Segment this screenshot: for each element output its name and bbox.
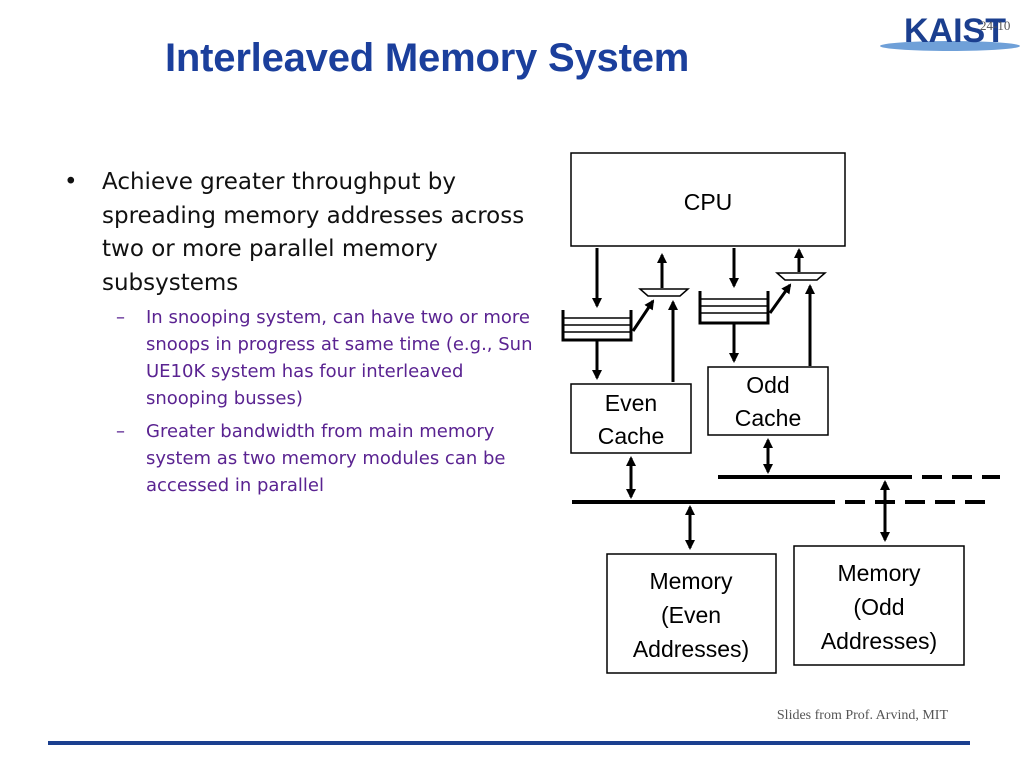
odd-memory-box [793,545,965,666]
bullet-list: • Achieve greater throughput by spreadin… [62,166,542,505]
slide-footer-credit: Slides from Prof. Arvind, MIT [776,708,948,723]
odd-memory-label: (Odd [853,594,904,620]
odd-snoop-mux [775,272,827,281]
logo-text: KAIST [904,12,1006,50]
logo-swoosh [880,41,1020,51]
odd-cache-label: Odd [746,372,789,398]
even-snoop-mux [638,288,690,297]
sub-bullet-text: In snooping system, can have two or more… [146,307,533,409]
sub-bullet-text: Greater bandwidth from main memory syste… [146,421,506,496]
even-cache-label: Even [605,390,657,416]
even-cache-box [570,383,692,454]
sub-bullet-list: – In snooping system, can have two or mo… [62,304,542,499]
slide-number: 24-10 [980,18,1011,33]
footer-rule [48,741,970,745]
even-cache-label: Cache [598,423,664,449]
bullet-dot: • [64,169,78,195]
even-write-queue [561,310,633,342]
odd-write-queue [698,291,770,325]
odd-queue-to-mux-arrow [768,283,792,314]
sub-bullet-dash: – [116,307,125,328]
odd-cache-box [707,366,829,436]
bullet-text: Achieve greater throughput by spreading … [102,169,525,296]
even-memory-label: (Even [661,602,721,628]
even-memory-label: Addresses) [633,636,749,662]
even-queue-to-mux-arrow [631,299,655,332]
odd-memory-label: Addresses) [821,628,937,654]
sub-bullet-item: – In snooping system, can have two or mo… [62,304,542,412]
sub-bullet-item: – Greater bandwidth from main memory sys… [62,418,542,499]
cpu-box [570,152,846,247]
bullet-item: • Achieve greater throughput by spreadin… [62,166,542,300]
odd-cache-label: Cache [735,405,801,431]
cpu-label: CPU [684,189,733,215]
even-memory-label: Memory [649,568,733,594]
kaist-logo: KAIST [880,12,1020,51]
odd-memory-label: Memory [837,560,921,586]
even-memory-box [606,553,777,674]
slide-title: Interleaved Memory System [165,36,690,80]
sub-bullet-dash: – [116,421,125,442]
